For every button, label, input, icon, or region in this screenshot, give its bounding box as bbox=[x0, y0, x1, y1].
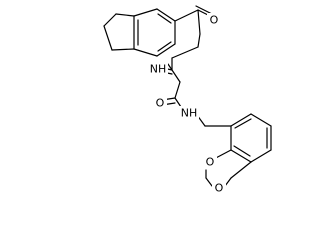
bond bbox=[234, 118, 252, 129]
bond bbox=[197, 33, 201, 48]
bond bbox=[250, 113, 272, 127]
bond bbox=[157, 13, 172, 24]
atom-labels: O NH O NH O O bbox=[148, 13, 226, 195]
bond bbox=[115, 13, 135, 17]
benzene-ring-indane bbox=[133, 8, 176, 57]
atom-label: O bbox=[206, 156, 215, 169]
bond bbox=[171, 46, 199, 59]
cyclopentane-ring bbox=[103, 13, 135, 51]
atom-label: NH bbox=[181, 107, 198, 120]
benzene-ring-benzodioxine bbox=[230, 113, 272, 163]
bond bbox=[133, 48, 158, 57]
atom-label: O bbox=[210, 14, 219, 27]
bond bbox=[174, 81, 181, 99]
bond bbox=[230, 113, 252, 127]
bond bbox=[103, 25, 113, 51]
bond bbox=[174, 9, 199, 22]
atom-label: O bbox=[156, 97, 165, 110]
bond bbox=[157, 41, 172, 52]
bond bbox=[205, 177, 213, 187]
bond bbox=[250, 149, 272, 163]
bond bbox=[156, 43, 176, 57]
bond bbox=[195, 5, 213, 15]
bond bbox=[230, 149, 252, 163]
bond bbox=[156, 8, 176, 22]
bond bbox=[233, 145, 251, 157]
atom-label: NH bbox=[150, 63, 167, 76]
bond bbox=[103, 13, 117, 27]
bond bbox=[111, 48, 135, 51]
molecule-structure-diagram: O NH O NH O O bbox=[103, 5, 272, 195]
bond bbox=[133, 8, 158, 17]
bond bbox=[167, 63, 181, 83]
atom-label: O bbox=[215, 182, 224, 195]
bond bbox=[230, 161, 252, 179]
bond bbox=[197, 9, 201, 35]
